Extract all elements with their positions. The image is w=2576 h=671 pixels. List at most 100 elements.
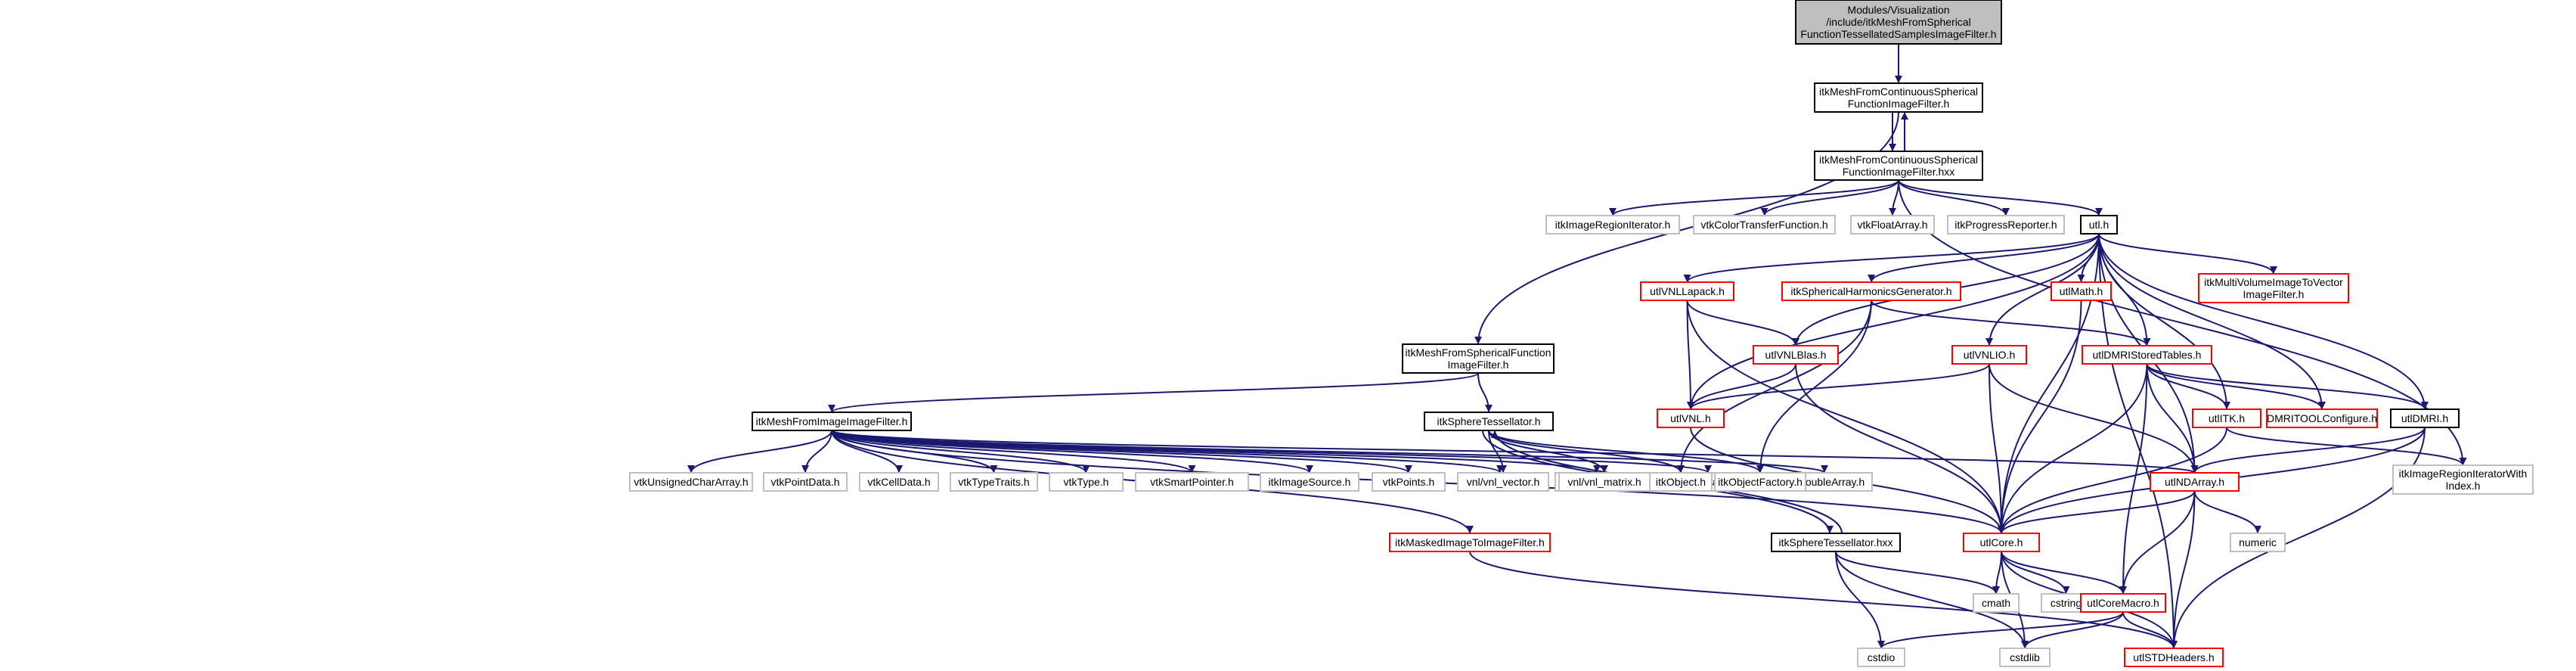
node-nda[interactable]: utlNDArray.h (2150, 472, 2240, 492)
node-box (1814, 151, 1983, 181)
edge-udmri-to-stdh (2170, 427, 2426, 649)
node-vnlvec[interactable]: vnl/vnl_vector.h (1457, 472, 1549, 492)
node-vcd[interactable]: vtkCellData.h (859, 472, 939, 492)
node-vsp[interactable]: vtkSmartPointer.h (1135, 472, 1249, 492)
node-imgRegIt[interactable]: itkImageRegionIterator.h (1545, 215, 1680, 235)
edge-mcsf_hxx-to-imgRegIt (1609, 179, 1899, 216)
edge-sphTessHxx-to-cmath (1835, 551, 2000, 595)
edge-uitk-to-ucore (1998, 427, 2227, 534)
node-label: Modules/Visualization (1847, 4, 1949, 16)
node-label: vnl/vnl_matrix.h (1567, 476, 1641, 488)
node-cstdio[interactable]: cstdio (1857, 648, 1905, 667)
node-masked[interactable]: itkMaskedImageToImageFilter.h (1389, 533, 1551, 552)
node-itkObj[interactable]: itkObject.h (1649, 472, 1713, 492)
node-vnlio[interactable]: utlVNLIO.h (1951, 345, 2027, 365)
node-udmri[interactable]: utlDMRI.h (2390, 409, 2460, 428)
node-sphTess[interactable]: itkSphereTessellator.h (1424, 412, 1554, 431)
edge-shg-to-itkObj (1677, 300, 1872, 474)
node-vtkColorTF[interactable]: vtkColorTransferFunction.h (1693, 215, 1836, 235)
node-box (2124, 648, 2224, 667)
node-box (950, 472, 1038, 492)
edge-lapack-to-ucore (1686, 300, 2005, 534)
node-dmriStored[interactable]: utlDMRIStoredTables.h (2082, 345, 2212, 365)
node-progRep[interactable]: itkProgressReporter.h (1947, 215, 2065, 235)
edge-dmriStored-to-ucoremacro (2119, 363, 2148, 595)
node-label: cstring (2051, 597, 2082, 609)
node-label: vnl/vnl_vector.h (1467, 476, 1540, 488)
node-box (2192, 409, 2261, 428)
edge-mfi-to-uca (687, 430, 832, 474)
edge-ucoremacro-to-cstdlib (2021, 611, 2124, 649)
node-umath[interactable]: utlMath.h (2051, 281, 2112, 301)
node-ucoremacro[interactable]: utlCoreMacro.h (2080, 593, 2166, 613)
node-box (2390, 409, 2460, 428)
node-vpd[interactable]: vtkPointData.h (763, 472, 848, 492)
node-vtkFloatArray[interactable]: vtkFloatArray.h (1850, 215, 1935, 235)
node-box (1714, 472, 1806, 492)
node-msf_h[interactable]: itkMeshFromSphericalFunctionImageFilter.… (1402, 343, 1555, 374)
node-itkObjF[interactable]: itkObjectFactory.h (1714, 472, 1806, 492)
node-label: itkMeshFromContinuousSpherical (1819, 85, 1978, 98)
edge-nda-to-numeric (2193, 490, 2261, 534)
node-uvnl[interactable]: utlVNL.h (1657, 409, 1725, 428)
node-box (2082, 345, 2212, 365)
node-mfi[interactable]: itkMeshFromImageImageFilter.h (752, 412, 912, 431)
edge-shg-to-itkObjF (1756, 300, 1872, 474)
edge-blas-to-ucore (1795, 363, 2005, 534)
edge-ucore-to-cstring (2001, 551, 2070, 595)
node-cstdlib[interactable]: cstdlib (1999, 648, 2051, 667)
edge-dmriStored-to-udmri (2146, 363, 2429, 410)
node-box (1135, 472, 1249, 492)
node-dmriTool[interactable]: DMRITOOLConfigure.h (2266, 409, 2378, 428)
node-box (1951, 345, 2027, 365)
edge-dmriStored-to-dmriTool (2146, 363, 2326, 410)
node-utl[interactable]: utl.h (2080, 215, 2118, 235)
node-vnlmat[interactable]: vnl/vnl_matrix.h (1558, 472, 1651, 492)
node-label: vtkPoints.h (1383, 476, 1434, 488)
node-label: utlDMRI.h (2401, 412, 2448, 424)
node-blas[interactable]: utlVNLBlas.h (1753, 345, 1839, 365)
node-box (1963, 533, 2040, 552)
node-label: vtkTypeTraits.h (958, 476, 1029, 488)
node-mcsf_h[interactable]: itkMeshFromContinuousSphericalFunctionIm… (1814, 82, 1983, 113)
node-box (1260, 472, 1359, 492)
node-box (2150, 472, 2240, 492)
node-cmath[interactable]: cmath (1973, 593, 2020, 613)
edge-masked-to-stdh (1469, 551, 2178, 649)
node-vpts[interactable]: vtkPoints.h (1372, 472, 1446, 492)
node-label: cstdio (1868, 651, 1896, 663)
node-label: FunctionImageFilter.hxx (1843, 166, 1955, 178)
edge-lapack-to-uvnl (1686, 300, 1694, 410)
node-iis[interactable]: itkImageSource.h (1260, 472, 1359, 492)
node-box (1657, 409, 1725, 428)
edge-vnlio-to-nda (1989, 363, 2199, 474)
edge-utl-to-udmri (2098, 233, 2429, 410)
node-box (1693, 215, 1836, 235)
node-label: utlITK.h (2209, 412, 2245, 424)
node-label: vtkUnsignedCharArray.h (634, 476, 748, 488)
node-box (1389, 533, 1551, 552)
node-sphTessHxx[interactable]: itkSphereTessellator.hxx (1771, 533, 1901, 552)
node-vtt[interactable]: vtkTypeTraits.h (950, 472, 1038, 492)
node-vtype[interactable]: vtkType.h (1049, 472, 1124, 492)
node-box (2230, 533, 2286, 552)
node-numeric[interactable]: numeric (2230, 533, 2286, 552)
node-stdh[interactable]: utlSTDHeaders.h (2124, 648, 2224, 667)
node-label: itkProgressReporter.h (1954, 219, 2057, 231)
node-uca[interactable]: vtkUnsignedCharArray.h (629, 472, 753, 492)
node-label: /include/itkMeshFromSpherical (1826, 16, 1970, 28)
node-label: itkMeshFromSphericalFunction (1406, 346, 1551, 359)
node-ucore[interactable]: utlCore.h (1963, 533, 2040, 552)
node-uitk[interactable]: utlITK.h (2192, 409, 2261, 428)
node-box (1795, 0, 2002, 45)
node-shg[interactable]: itkSphericalHarmonicsGenerator.h (1781, 281, 1961, 301)
node-label: utlCore.h (1980, 536, 2023, 548)
edge-nda-to-ucore (1998, 490, 2196, 534)
node-mcsf_hxx[interactable]: itkMeshFromContinuousSphericalFunctionIm… (1814, 151, 1983, 181)
node-label: itkSphericalHarmonicsGenerator.h (1790, 285, 1951, 297)
node-label: itkMeshFromContinuousSpherical (1819, 154, 1978, 166)
node-lapack[interactable]: utlVNLLapack.h (1640, 281, 1734, 301)
